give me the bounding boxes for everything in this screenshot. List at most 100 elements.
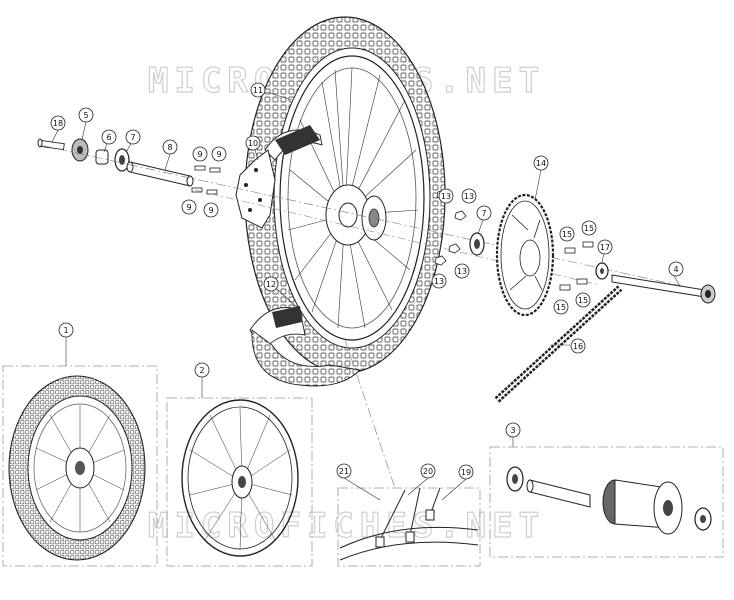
callout-c4: 4 [668, 261, 684, 277]
callout-circle [263, 276, 279, 292]
callout-c13c: 13 [454, 263, 470, 279]
main-hub [325, 184, 387, 246]
callout-circle [181, 199, 197, 215]
callout-circle [336, 463, 352, 479]
callout-c7a: 7 [125, 129, 141, 145]
callout-number: 7 [481, 209, 486, 218]
callout-number: 13 [434, 277, 444, 286]
callout-circle [245, 135, 261, 151]
callout-circle [597, 239, 613, 255]
spacer-tube-8 [126, 161, 194, 187]
callout-circle [162, 139, 178, 155]
inset-1-complete-wheel [2, 365, 158, 567]
callout-c17: 17 [597, 239, 613, 255]
callout-circle [454, 263, 470, 279]
callout-number: 9 [197, 150, 202, 159]
callout-number: 14 [536, 159, 546, 168]
callout-circle [438, 188, 454, 204]
callout-circle [505, 422, 521, 438]
detail-leader [344, 339, 396, 489]
callout-c9d: 9 [203, 202, 219, 218]
callout-circle [78, 107, 94, 123]
callout-circle [668, 261, 684, 277]
callout-c2: 2 [194, 362, 210, 378]
callout-number: 6 [106, 133, 111, 142]
speedo-drive-5 [71, 138, 89, 162]
callout-circle [250, 82, 266, 98]
disc-bolts-9 [191, 165, 221, 195]
callout-c15b: 15 [581, 220, 597, 236]
callout-c6: 6 [101, 129, 117, 145]
callout-c13d: 13 [431, 273, 447, 289]
axle-bolt-18 [37, 138, 65, 151]
callout-circle [581, 220, 597, 236]
callout-c19: 19 [458, 464, 474, 480]
callout-circle [461, 188, 477, 204]
callout-c9a: 9 [192, 146, 208, 162]
bearing-7-right [469, 232, 485, 256]
sprocket-14 [495, 193, 555, 317]
callout-circle [58, 322, 74, 338]
callout-number: 9 [208, 206, 213, 215]
callout-c1: 1 [58, 322, 74, 338]
callout-c9b: 9 [211, 146, 227, 162]
callout-c10: 10 [245, 135, 261, 151]
callout-circle [101, 129, 117, 145]
callout-number: 16 [573, 342, 583, 351]
callout-c21: 21 [336, 463, 352, 479]
callout-number: 13 [457, 267, 467, 276]
callout-c14: 14 [533, 155, 549, 171]
callout-leaders-detail [343, 477, 467, 501]
callout-circle [575, 292, 591, 308]
inset-2-rim-assembly [166, 397, 313, 567]
callout-number: 5 [83, 111, 88, 120]
callout-number: 7 [130, 133, 135, 142]
callout-number: 1 [63, 326, 68, 335]
callout-number: 17 [600, 243, 610, 252]
callout-circle [533, 155, 549, 171]
callout-number: 8 [167, 143, 172, 152]
callout-c18: 18 [50, 115, 66, 131]
callout-number: 2 [199, 366, 204, 375]
callout-circle [203, 202, 219, 218]
callout-c20: 20 [420, 463, 436, 479]
callout-number: 20 [423, 467, 433, 476]
callout-c5: 5 [78, 107, 94, 123]
callout-number: 10 [248, 139, 258, 148]
callout-number: 11 [253, 86, 263, 95]
callout-c11: 11 [250, 82, 266, 98]
bearing-7-left [114, 148, 130, 172]
callout-circle [570, 338, 586, 354]
callout-number: 15 [578, 296, 588, 305]
inset-spokes-nipples [337, 487, 481, 567]
callout-c15c: 15 [553, 299, 569, 315]
spacer-6 [95, 149, 109, 165]
bolt-centerline [194, 189, 601, 286]
callout-number: 9 [186, 203, 191, 212]
tire-section-left [251, 329, 361, 387]
callout-circle [194, 362, 210, 378]
callout-c16: 16 [570, 338, 586, 354]
callout-c15a: 15 [559, 226, 575, 242]
drive-chain-16 [494, 285, 623, 403]
callout-circle [553, 299, 569, 315]
callout-circle [559, 226, 575, 242]
callout-number: 3 [510, 426, 515, 435]
callout-circle [125, 129, 141, 145]
callout-number: 18 [53, 119, 63, 128]
callout-number: 9 [216, 150, 221, 159]
sprocket-bolts-15 [559, 241, 594, 291]
callout-circle [211, 146, 227, 162]
callout-leaders [51, 91, 681, 346]
callout-c9c: 9 [181, 199, 197, 215]
callout-number: 19 [461, 468, 471, 477]
axle-centerline [39, 144, 701, 291]
callout-number: 4 [673, 265, 678, 274]
callout-number: 12 [266, 280, 276, 289]
callout-circle [476, 205, 492, 221]
callout-circle [458, 464, 474, 480]
callout-c12: 12 [263, 276, 279, 292]
axle-4 [611, 274, 716, 304]
